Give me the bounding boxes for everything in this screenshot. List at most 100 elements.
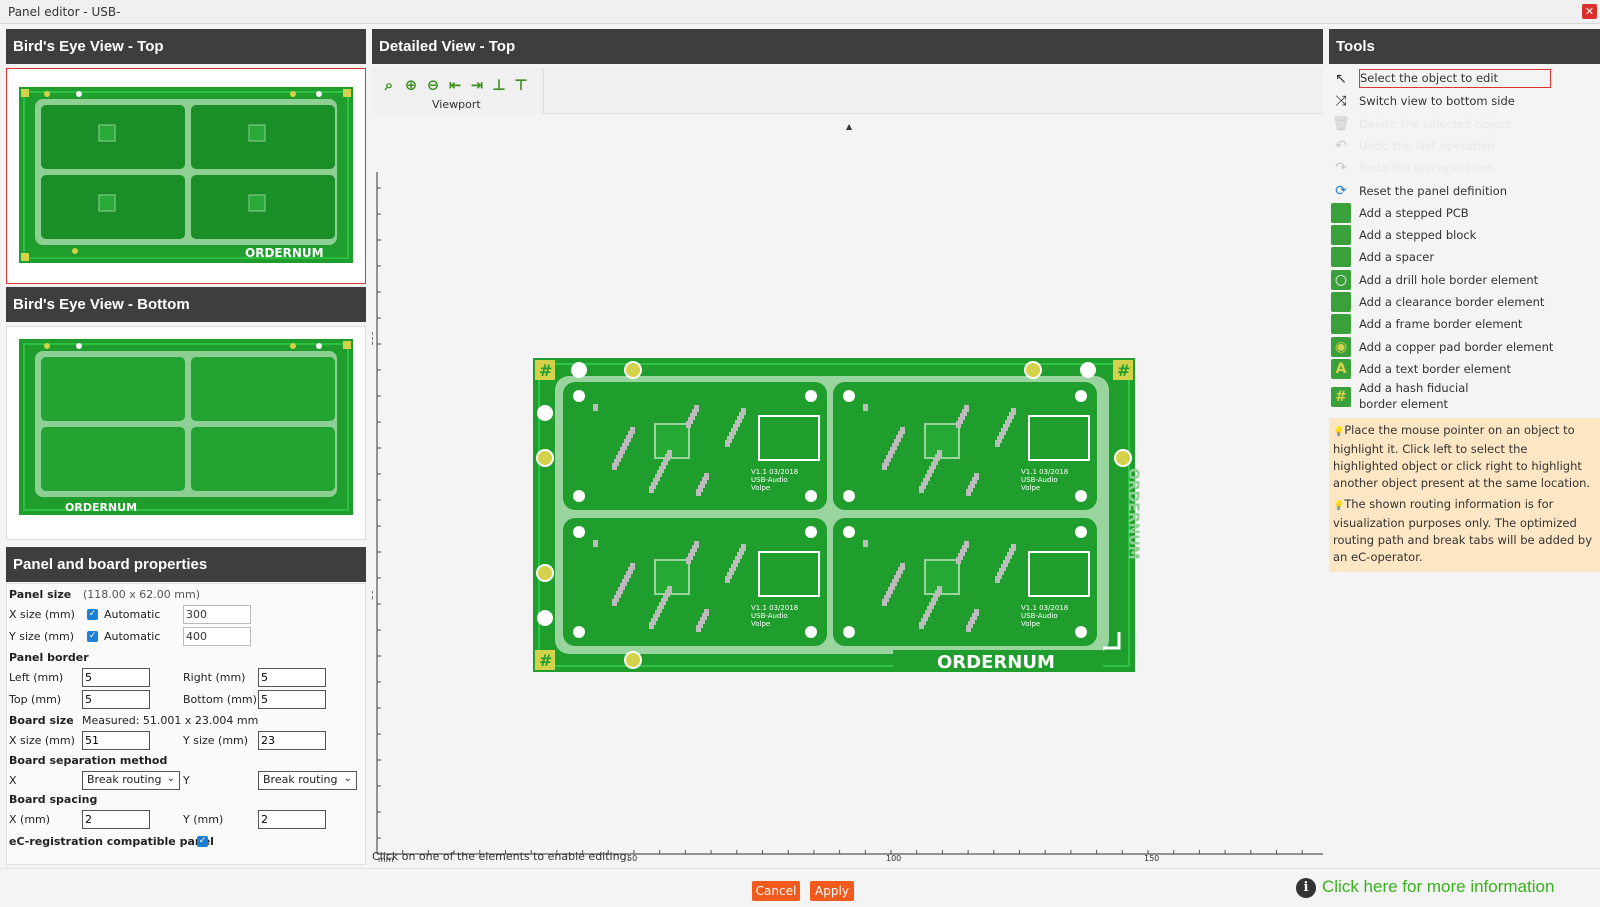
align-left-icon[interactable]: ⇤ — [448, 76, 462, 94]
spacing-y-input[interactable] — [258, 810, 326, 829]
bev-top-pcb[interactable]: ORDERNUM — [19, 87, 353, 263]
drill-hole[interactable] — [537, 610, 553, 626]
y-tick-50: 50 — [372, 590, 375, 600]
detail-header: Detailed View - Top — [372, 29, 1323, 64]
hash-fiducial[interactable] — [535, 360, 555, 380]
panel-border-label: Panel border — [9, 651, 89, 664]
tool-item[interactable]: Add a stepped PCB — [1329, 202, 1600, 224]
tool-label: Add a hash fiducial border element — [1359, 381, 1469, 412]
sep-y-select[interactable]: Break routing⌄ — [258, 771, 357, 790]
tool-item[interactable]: ↖Select the object to edit — [1329, 68, 1600, 90]
board-size-measured: Measured: 51.001 x 23.004 mm — [82, 714, 259, 727]
copper-pad[interactable] — [536, 449, 554, 467]
info-icon[interactable]: i — [1296, 878, 1316, 898]
copper-pad[interactable] — [624, 361, 642, 379]
cancel-button[interactable]: Cancel — [752, 881, 800, 901]
tool-item[interactable]: Add a spacer — [1329, 246, 1600, 268]
detail-canvas[interactable]: mm 50 100 150 100 50 V1.1 03/2018USB-Aud… — [372, 138, 1323, 907]
tool-item[interactable]: ◉Add a copper pad border element — [1329, 336, 1600, 358]
tool-label: Add a frame border element — [1359, 317, 1523, 332]
y-size-label: Y size (mm) — [9, 630, 75, 643]
tool-item[interactable]: ⤨Switch view to bottom side — [1329, 90, 1600, 112]
drill-hole[interactable] — [537, 405, 553, 421]
spacing-label: Board spacing — [9, 793, 98, 806]
bev-bottom-pcb[interactable]: ORDERNUM — [19, 339, 353, 515]
x-size-label: X size (mm) — [9, 608, 75, 621]
x-automatic-checkbox[interactable]: ✓ — [87, 609, 98, 620]
bev-bottom-view[interactable]: ORDERNUM — [6, 326, 366, 540]
board-y-input[interactable] — [258, 731, 326, 750]
y-automatic-checkbox[interactable]: ✓ — [87, 631, 98, 642]
hash-fiducial[interactable] — [1113, 360, 1133, 380]
board-x-input[interactable] — [82, 731, 150, 750]
tools-panel: ↖Select the object to edit⤨Switch view t… — [1329, 68, 1600, 868]
copper-pad[interactable] — [624, 651, 642, 669]
hint-box: 💡The shown routing information is for vi… — [1329, 492, 1600, 573]
align-bottom-icon[interactable]: ⊤ — [514, 76, 528, 94]
sep-x-select[interactable]: Break routing⌄ — [82, 771, 180, 790]
top-border-input[interactable] — [82, 690, 150, 709]
board-silk-text: Volpe — [1021, 620, 1040, 628]
collapse-toolbar-icon[interactable]: ▲ — [846, 122, 853, 131]
tool-item[interactable]: # Add a hash fiducial border element — [1329, 380, 1600, 414]
zoom-out-icon[interactable]: ⊖ — [426, 76, 440, 94]
tool-item[interactable]: Add a clearance border element — [1329, 291, 1600, 313]
more-info-link[interactable]: Click here for more information — [1322, 877, 1555, 896]
board-silk-text: V1.1 03/2018 — [1021, 604, 1068, 612]
close-icon[interactable]: ✕ — [1582, 4, 1597, 19]
board-silk-text: USB-Audio — [1021, 612, 1058, 620]
separation-label: Board separation method — [9, 754, 168, 767]
hash-fiducial-icon: # — [1331, 387, 1351, 408]
tool-item[interactable]: ○ Add a drill hole border element — [1329, 269, 1600, 291]
drill-hole[interactable] — [1080, 362, 1096, 378]
tool-label: Add a stepped PCB — [1359, 205, 1469, 220]
hint-box: 💡Place the mouse pointer on an object to… — [1329, 418, 1600, 499]
reset-icon: ⟳ — [1335, 182, 1347, 199]
viewport-label: Viewport — [432, 98, 481, 111]
tool-item[interactable]: Add a stepped block — [1329, 224, 1600, 246]
board-silk-text: Volpe — [1021, 484, 1040, 492]
copper-pad[interactable] — [1024, 361, 1042, 379]
apply-button[interactable]: Apply — [810, 881, 854, 901]
copper-pad[interactable] — [1114, 449, 1132, 467]
x-tick-100: 100 — [886, 854, 901, 863]
bottom-border-input[interactable] — [258, 690, 326, 709]
board-silk-text: USB-Audio — [1021, 476, 1058, 484]
bev-top-view[interactable]: ORDERNUM — [6, 68, 366, 284]
align-top-icon[interactable]: ⊥ — [492, 76, 506, 94]
tool-item: ↷Redo the last operation — [1329, 157, 1600, 179]
tool-item[interactable]: Add a frame border element — [1329, 313, 1600, 335]
x-size-input[interactable] — [183, 605, 251, 624]
tool-label: Add a drill hole border element — [1359, 272, 1539, 287]
tool-label: Switch view to bottom side — [1359, 94, 1515, 109]
align-right-icon[interactable]: ⇥ — [470, 76, 484, 94]
toolbar-strip — [544, 68, 1323, 114]
spacing-x-input[interactable] — [82, 810, 150, 829]
panel-brand-bottom[interactable]: ORDERNUM — [937, 652, 1055, 673]
bottom-label: Bottom (mm) — [183, 693, 257, 706]
left-border-input[interactable] — [82, 668, 150, 687]
copper-pad[interactable] — [536, 564, 554, 582]
zoom-in-icon[interactable]: ⊕ — [404, 76, 418, 94]
right-border-input[interactable] — [258, 668, 326, 687]
tool-item: 🗑Delete the selected object — [1329, 113, 1600, 135]
ec-registration-checkbox[interactable]: ✓ — [197, 836, 208, 847]
tool-item[interactable]: ⟳Reset the panel definition — [1329, 180, 1600, 202]
sep-y-label: Y — [183, 774, 190, 787]
y-size-input[interactable] — [183, 627, 251, 646]
drill-hole[interactable] — [571, 362, 587, 378]
hash-fiducial[interactable] — [535, 650, 555, 670]
window-title: Panel editor - USB- — [8, 5, 121, 19]
zoom-fit-icon[interactable]: ⌕ — [384, 76, 394, 94]
board-silk-text: USB-Audio — [751, 612, 788, 620]
drill-hole-icon: ○ — [1331, 269, 1351, 290]
window-titlebar: Panel editor - USB- ✕ — [0, 0, 1600, 24]
tool-label: Undo the last operation — [1359, 138, 1495, 153]
panel-brand-side[interactable]: ORDERNUM — [1125, 468, 1141, 560]
